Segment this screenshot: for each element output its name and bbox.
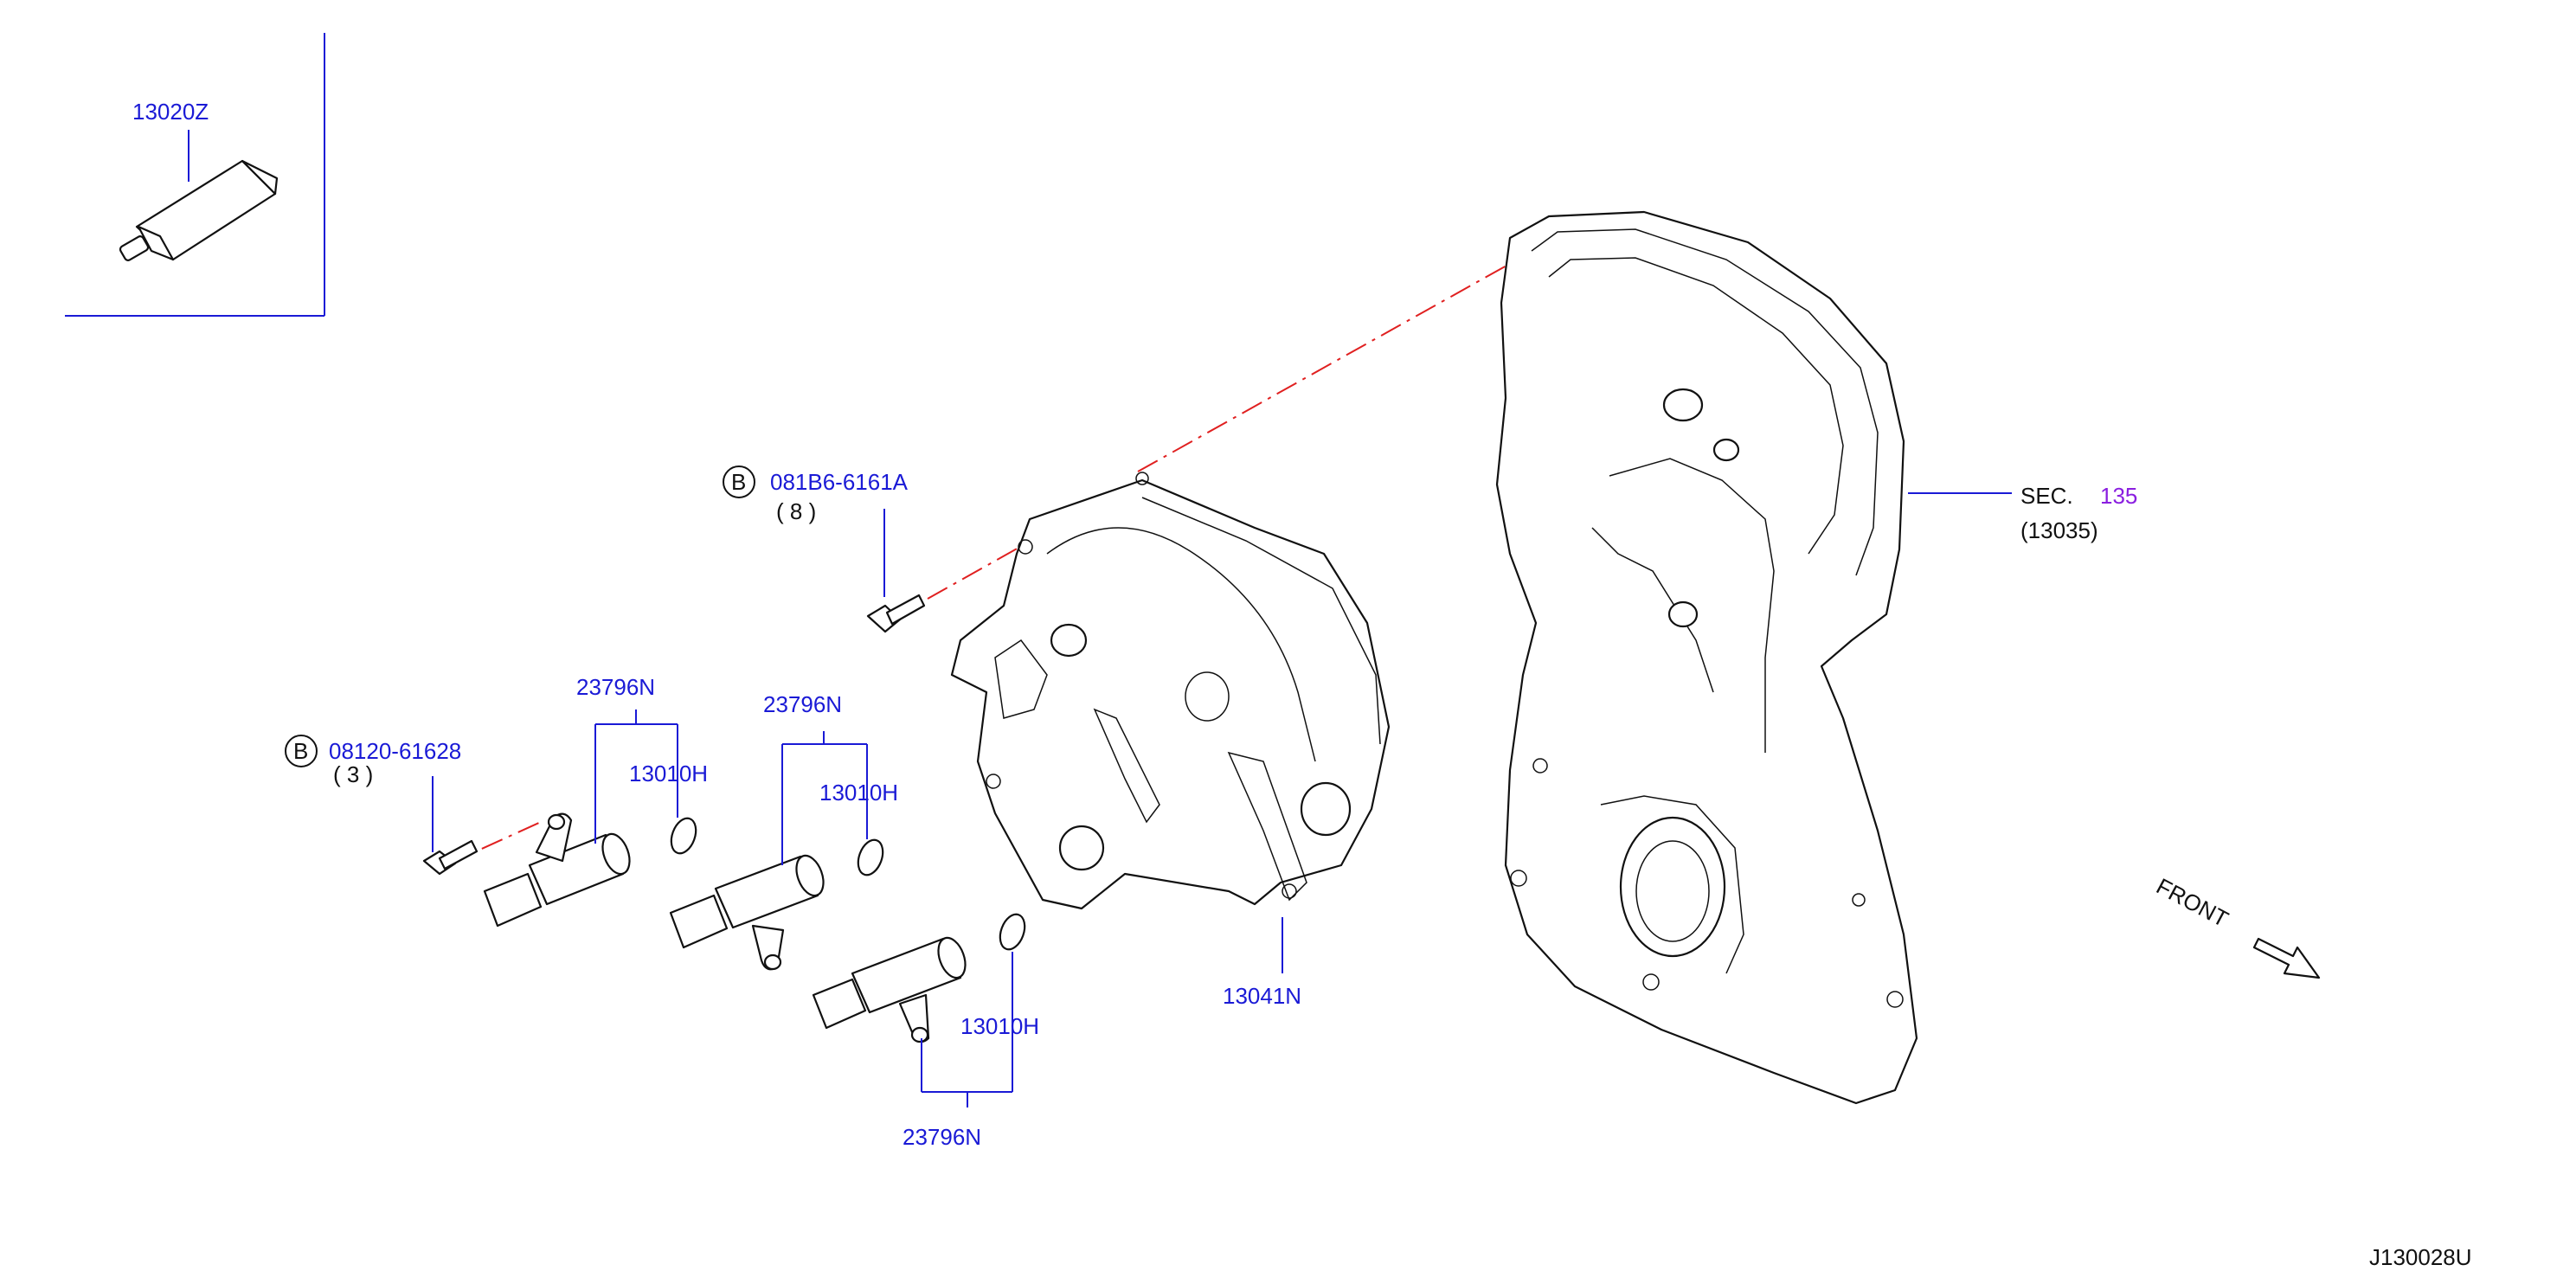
section-part-number: (13035) [2020, 517, 2098, 543]
control-valve-2-part[interactable]: 23796N [669, 691, 867, 971]
part-number-23796n-3[interactable]: 23796N [903, 1124, 981, 1150]
section-label: SEC. [2020, 483, 2073, 509]
valve-timing-cover-part[interactable]: 13041N [950, 472, 1391, 1009]
front-cover-section-ref[interactable]: SEC. 135 (13035) [1495, 210, 2137, 1105]
bolt-lower-qty: ( 3 ) [333, 761, 373, 787]
section-link-135[interactable]: 135 [2100, 483, 2137, 509]
o-ring-1-part[interactable]: 13010H [629, 724, 708, 857]
o-ring-3-part[interactable]: 13010H [960, 911, 1039, 1092]
bolt-type-badge-upper [723, 465, 755, 498]
bolt-upper-part[interactable]: B 081B6-6161A ( 8 ) [723, 465, 926, 633]
bolt-type-badge-lower [285, 735, 318, 767]
bolt-lower-part[interactable]: B 08120-61628 ( 3 ) [285, 735, 479, 876]
part-number-13020z[interactable]: 13020Z [132, 99, 209, 125]
svg-text:B: B [731, 469, 746, 495]
sealant-tube-part[interactable]: 13020Z [119, 99, 279, 261]
part-number-23796n-1[interactable]: 23796N [576, 674, 655, 700]
o-ring-2-part[interactable]: 13010H [819, 744, 898, 878]
front-label: FRONT [2152, 873, 2232, 933]
svg-text:B: B [293, 738, 308, 764]
part-number-13010h-2[interactable]: 13010H [819, 780, 898, 806]
part-number-08120-61628[interactable]: 08120-61628 [329, 738, 461, 764]
front-arrow-icon [2252, 937, 2321, 979]
diagram-id: J130028U [2369, 1244, 2472, 1270]
part-number-13010h-3[interactable]: 13010H [960, 1013, 1039, 1039]
part-number-13010h-1[interactable]: 13010H [629, 761, 708, 786]
bolt-upper-qty: ( 8 ) [776, 498, 816, 524]
front-direction-indicator: FRONT [2152, 873, 2321, 979]
control-valve-1-part[interactable]: 23796N [483, 674, 678, 928]
part-number-23796n-2[interactable]: 23796N [763, 691, 842, 717]
sealant-inset [65, 33, 325, 317]
part-number-081b6-6161a[interactable]: 081B6-6161A [770, 469, 909, 495]
part-number-13041n[interactable]: 13041N [1223, 983, 1301, 1009]
control-valve-3-part[interactable]: 23796N [812, 934, 1012, 1150]
